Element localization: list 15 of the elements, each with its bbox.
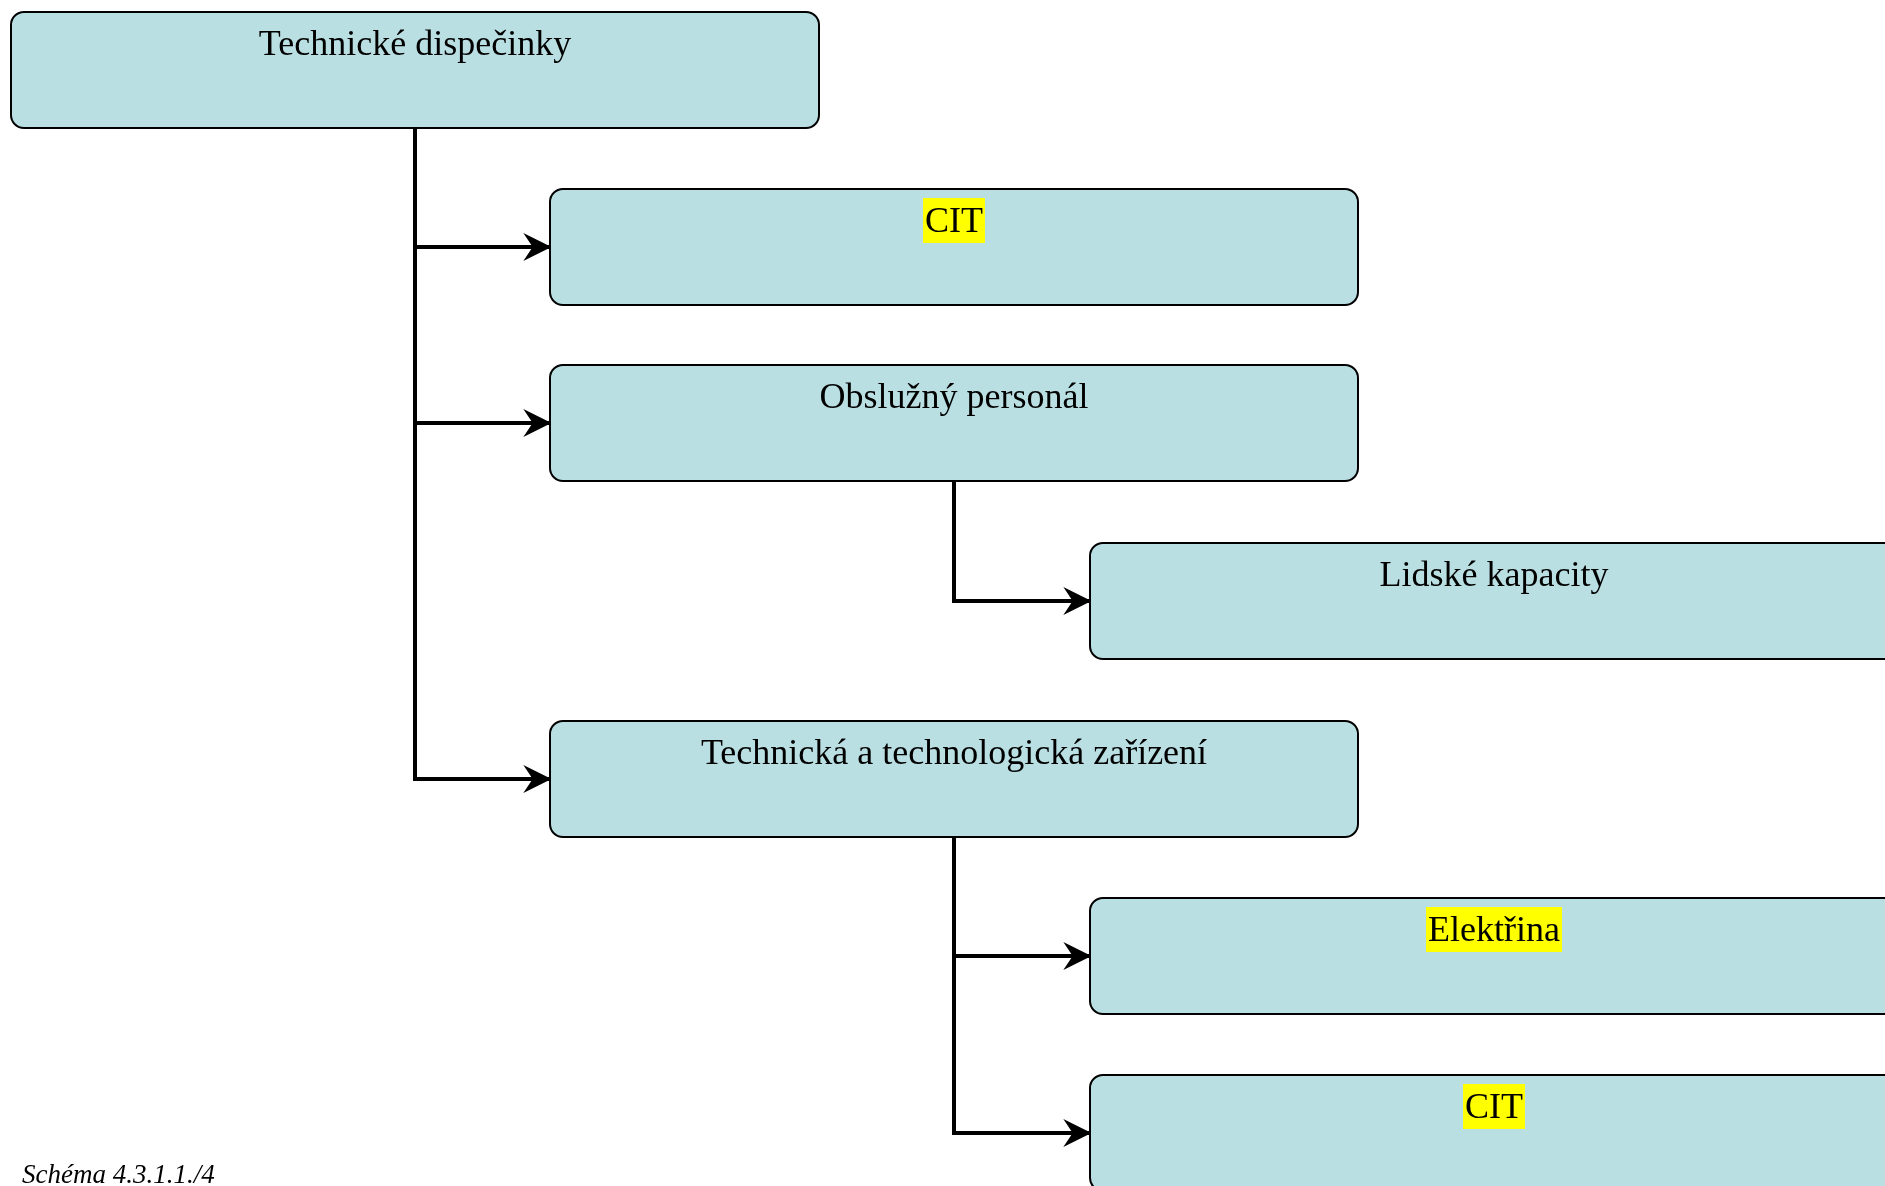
process-box: [549, 720, 1359, 838]
process-box: [1089, 542, 1885, 660]
process-box: [1089, 1074, 1885, 1186]
box-label: CIT: [1463, 1084, 1525, 1129]
process-box: [1089, 897, 1885, 1015]
box-label: CIT: [923, 198, 985, 243]
process-box: [549, 364, 1359, 482]
caption: Schéma 4.3.1.1./4: [22, 1158, 215, 1186]
box-label: Obslužný personál: [818, 375, 1090, 418]
process-box: [10, 11, 820, 129]
box-label: Technické dispečinky: [257, 22, 573, 65]
box-label: Elektřina: [1426, 907, 1562, 952]
process-box: [549, 188, 1359, 306]
box-label: Lidské kapacity: [1378, 553, 1610, 596]
box-label: Technická a technologická zařízení: [699, 731, 1209, 774]
